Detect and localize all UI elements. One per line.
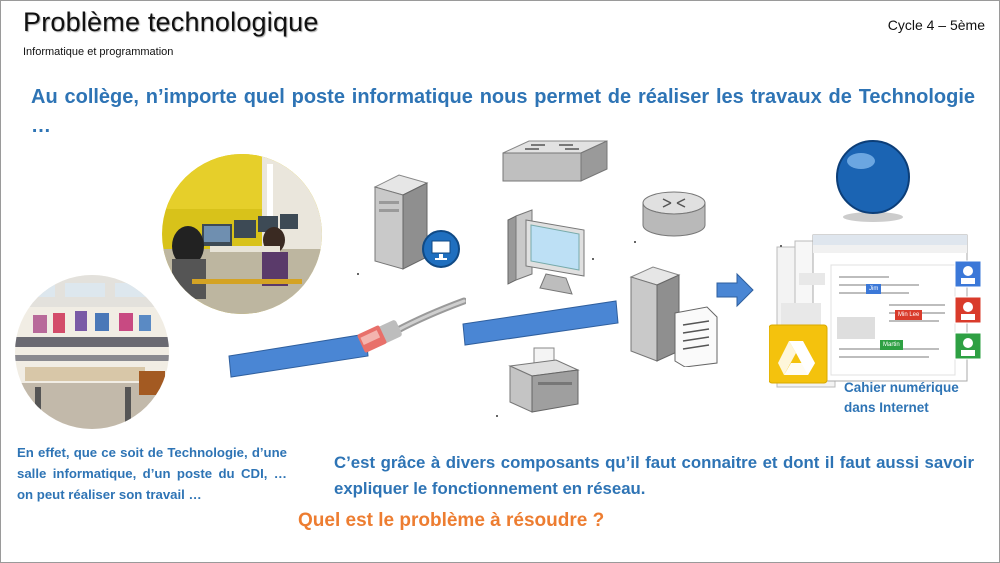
page-subtitle: Informatique et programmation bbox=[23, 46, 174, 58]
classroom-photo bbox=[15, 275, 169, 429]
cloud-caption: Cahier numérique dans Internet bbox=[844, 380, 959, 415]
globe-icon bbox=[836, 140, 910, 222]
file-server-icon bbox=[629, 266, 718, 367]
problem-question: Quel est le problème à résoudre ? bbox=[298, 510, 605, 531]
page-title: Problème technologique bbox=[23, 7, 319, 37]
link-bar-right bbox=[462, 300, 619, 346]
computer-lab-photo bbox=[162, 154, 322, 314]
doc-tag-martin: Martin bbox=[880, 340, 903, 350]
arrow-right-icon bbox=[716, 272, 754, 308]
online-document-screenshot bbox=[769, 234, 982, 388]
monitor-icon bbox=[507, 209, 585, 295]
ethernet-cable-icon bbox=[357, 297, 466, 353]
router-icon bbox=[642, 191, 706, 237]
main-explanation: C’est grâce à divers composants qu’il fa… bbox=[334, 453, 974, 498]
link-bar-left bbox=[228, 333, 369, 378]
switch-icon bbox=[502, 140, 608, 182]
stray-mark bbox=[496, 415, 498, 417]
stray-mark bbox=[634, 241, 636, 243]
server-icon bbox=[373, 174, 460, 270]
printer-icon bbox=[508, 347, 580, 413]
stray-mark bbox=[357, 273, 359, 275]
doc-tag-jim: Jim bbox=[866, 284, 882, 294]
cycle-label: Cycle 4 – 5ème bbox=[887, 17, 985, 33]
stray-mark bbox=[592, 258, 594, 260]
left-explanation: En effet, que ce soit de Technologie, d’… bbox=[17, 445, 287, 502]
stray-mark bbox=[780, 245, 782, 247]
doc-tag-min-lee: Min Lee bbox=[895, 310, 923, 320]
intro-heading: Au collège, n’importe quel poste informa… bbox=[31, 86, 975, 137]
